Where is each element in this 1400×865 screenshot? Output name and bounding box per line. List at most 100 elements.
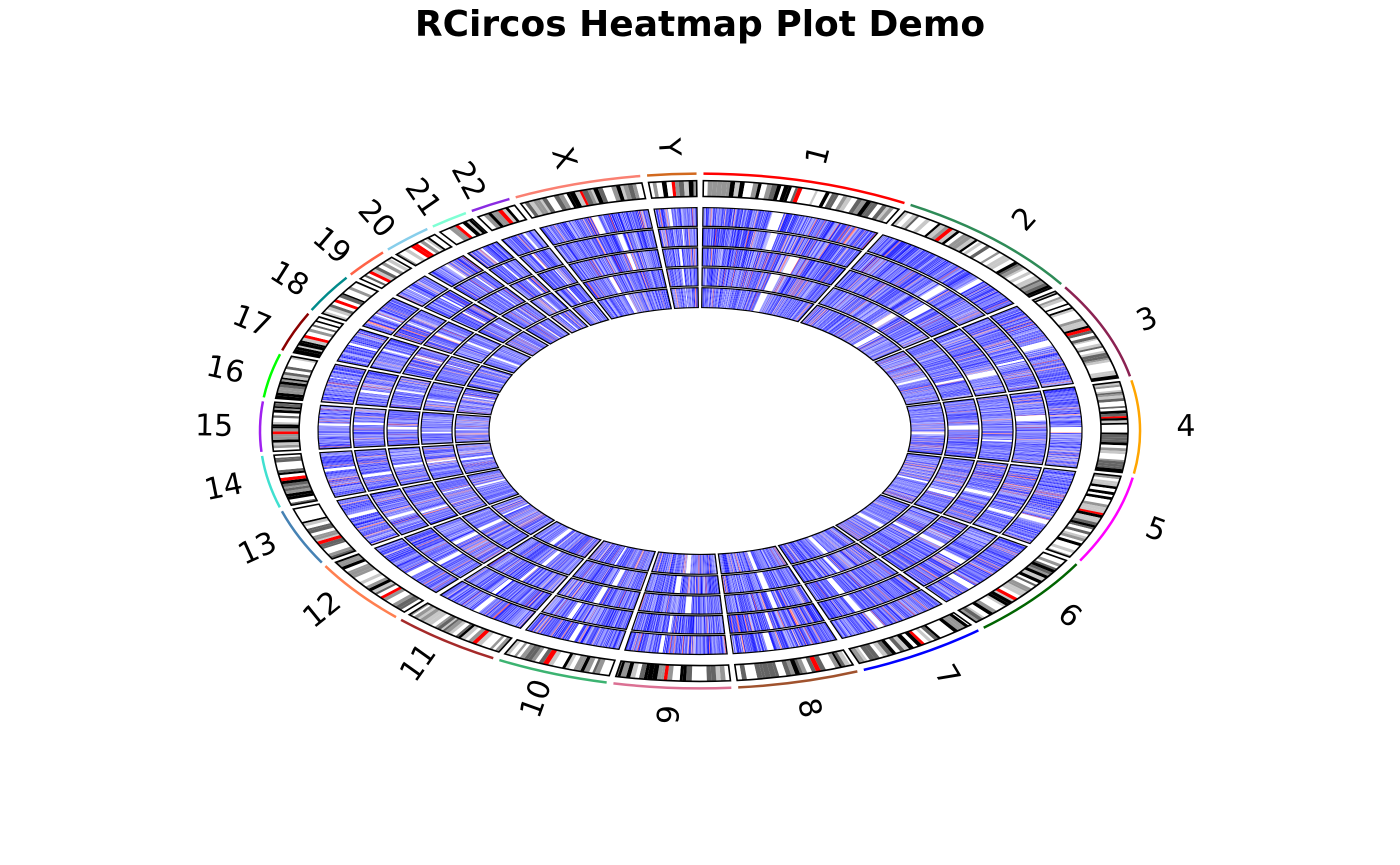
heatmap-cell-track-1-chr-21 — [466, 241, 515, 270]
chr-highlight-arc-22 — [471, 197, 510, 213]
ideogram-chr-6 — [956, 551, 1068, 624]
ideogram-chr-9 — [614, 660, 732, 683]
chr-highlight-arc-21 — [432, 211, 467, 228]
ideogram-chr-4 — [1092, 380, 1129, 474]
chr-highlight-arc-20 — [387, 227, 428, 251]
heatmap-cell-track-2-chr-8 — [726, 602, 826, 634]
ideogram-chr-10 — [503, 638, 617, 677]
heatmap-cell-track-5-chr-1 — [701, 287, 815, 323]
ideogram-chr-8 — [733, 649, 855, 682]
ideogram-chr-12 — [334, 553, 425, 613]
heatmap-cell-track-3-chr-14 — [387, 446, 432, 486]
heatmap-cell-track-2-chr-10 — [540, 594, 634, 631]
heatmap-cell-track-2-chr-11 — [463, 565, 553, 611]
heatmap-cell-track-3-chr-1 — [701, 247, 847, 286]
heatmap-cell-track-5-chr-5 — [881, 452, 942, 504]
heatmap-cell-track-5-chr-14 — [455, 442, 500, 475]
heatmap-cell-track-1-chr-13 — [336, 494, 401, 546]
ideogram-chr-16 — [274, 355, 319, 402]
heatmap-cell-track-5-chr-Y — [669, 287, 699, 310]
ideogram-chr-17 — [292, 315, 345, 359]
ideogram-chr-19 — [358, 256, 413, 290]
heatmap-cell-track-3-chr-12 — [432, 516, 507, 565]
ideogram-chr-X — [519, 182, 647, 219]
heatmap-cell-track-2-chr-3 — [961, 317, 1040, 393]
heatmap-cell-track-2-chr-12 — [403, 527, 483, 579]
heatmap-cell-track-4-chr-4 — [942, 398, 980, 459]
heatmap-cell-track-4-chr-13 — [433, 475, 488, 516]
heatmap-cell-track-3-chr-3 — [932, 328, 1007, 397]
chr-highlight-arc-9 — [613, 682, 732, 690]
chr-highlight-arc-X — [515, 174, 641, 199]
heatmap-cell-track-2-chr-2 — [850, 252, 987, 327]
heatmap-cell-track-2-chr-7 — [816, 573, 921, 621]
heatmap-cell-track-4-chr-X — [582, 268, 668, 300]
heatmap-cell-track-4-chr-21 — [529, 292, 570, 317]
heatmap-cell-track-1-chr-20 — [427, 254, 485, 288]
chr-label-19: 19 — [306, 220, 358, 271]
chr-label-5: 5 — [1141, 510, 1171, 549]
heatmap-cell-track-3-chr-20 — [476, 286, 527, 316]
heatmap-cell-track-3-chr-22 — [536, 265, 579, 291]
heatmap-cell-track-1-chr-6 — [924, 536, 1029, 603]
ideogram-chr-20 — [394, 233, 454, 267]
heatmap-cell-track-2-chr-19 — [423, 289, 474, 320]
heatmap-cell-track-3-chr-2 — [833, 269, 959, 338]
heatmap-cell-track-1-chr-2 — [866, 234, 1015, 315]
heatmap-cell-track-2-chr-9 — [630, 611, 726, 635]
heatmap-cell-track-4-chr-14 — [421, 444, 465, 481]
heatmap-cell-track-3-chr-11 — [486, 551, 569, 594]
heatmap-cell-track-1-chr-12 — [373, 537, 460, 594]
heatmap-cell-track-5-chr-16 — [456, 387, 500, 416]
chr-label-2: 2 — [1005, 201, 1044, 239]
chr-label-12: 12 — [296, 584, 348, 635]
chr-highlight-arc-10 — [499, 658, 607, 684]
chr-label-13: 13 — [233, 525, 282, 573]
ideogram-chr-18 — [320, 280, 380, 322]
heatmap-cell-track-4-chr-1 — [701, 267, 831, 304]
chart-title: RCircos Heatmap Plot Demo — [414, 4, 986, 45]
heatmap-cell-track-2-chr-18 — [392, 309, 448, 345]
heatmap-cell-track-3-chr-10 — [556, 577, 642, 611]
ideogram-chr-22 — [476, 204, 528, 232]
heatmap-cell-track-4-chr-Y — [665, 267, 699, 288]
heatmap-cell-track-5-chr-12 — [490, 495, 556, 536]
heatmap-cell-track-4-chr-20 — [500, 302, 548, 330]
heatmap-cell-track-5-chr-4 — [906, 402, 946, 456]
heatmap-cell-track-5-chr-17 — [466, 364, 514, 393]
heatmap-cell-track-3-chr-6 — [880, 515, 970, 572]
chr-label-8: 8 — [790, 695, 828, 721]
heatmap-cell-track-5-chr-6 — [834, 494, 911, 542]
heatmap-cell-track-1-chr-18 — [361, 297, 421, 336]
heatmap-cell-track-1-chr-1 — [702, 206, 879, 251]
ideogram-chr-2 — [890, 210, 1053, 298]
heatmap-cell-track-2-chr-5 — [971, 463, 1043, 534]
heatmap-cell-track-4-chr-16 — [422, 381, 465, 413]
chr-label-6: 6 — [1051, 596, 1088, 635]
heatmap-cell-track-3-chr-21 — [508, 275, 552, 301]
heatmap-cell-track-2-chr-13 — [369, 487, 430, 536]
heatmap-cell-track-3-chr-Y — [661, 247, 699, 268]
heatmap-cell-track-4-chr-5 — [913, 456, 976, 514]
heatmap-cell-track-1-chr-14 — [319, 450, 367, 498]
heatmap-cell-track-2-chr-15 — [352, 406, 387, 449]
heatmap-cell-track-3-chr-4 — [975, 394, 1014, 462]
ideogram-chr-14 — [273, 452, 319, 507]
heatmap-cell-track-3-chr-7 — [803, 558, 900, 602]
heatmap-cell-track-2-chr-14 — [353, 448, 400, 492]
heatmap-cell-track-1-chr-19 — [395, 275, 450, 308]
heatmap-cell-track-5-chr-13 — [466, 468, 520, 505]
heatmap-cell-track-3-chr-9 — [637, 592, 723, 615]
heatmap-cell-track-5-chr-7 — [777, 525, 857, 565]
heatmap-cell-track-4-chr-2 — [817, 287, 931, 349]
chr-highlight-arc-5 — [1079, 477, 1134, 562]
heatmap-cell-track-1-chr-7 — [829, 588, 943, 640]
heatmap-cell-track-4-chr-15 — [420, 411, 455, 445]
heatmap-cell-track-2-chr-21 — [488, 258, 534, 285]
heatmap-cell-track-4-chr-11 — [509, 536, 585, 576]
heatmap-cell-track-1-chr-Y — [653, 206, 698, 229]
heatmap-cell-track-3-chr-18 — [422, 321, 475, 355]
chr-label-11: 11 — [393, 637, 444, 688]
heatmap-cell-track-4-chr-9 — [644, 572, 721, 595]
heatmap-cell-track-5-chr-19 — [504, 330, 550, 357]
